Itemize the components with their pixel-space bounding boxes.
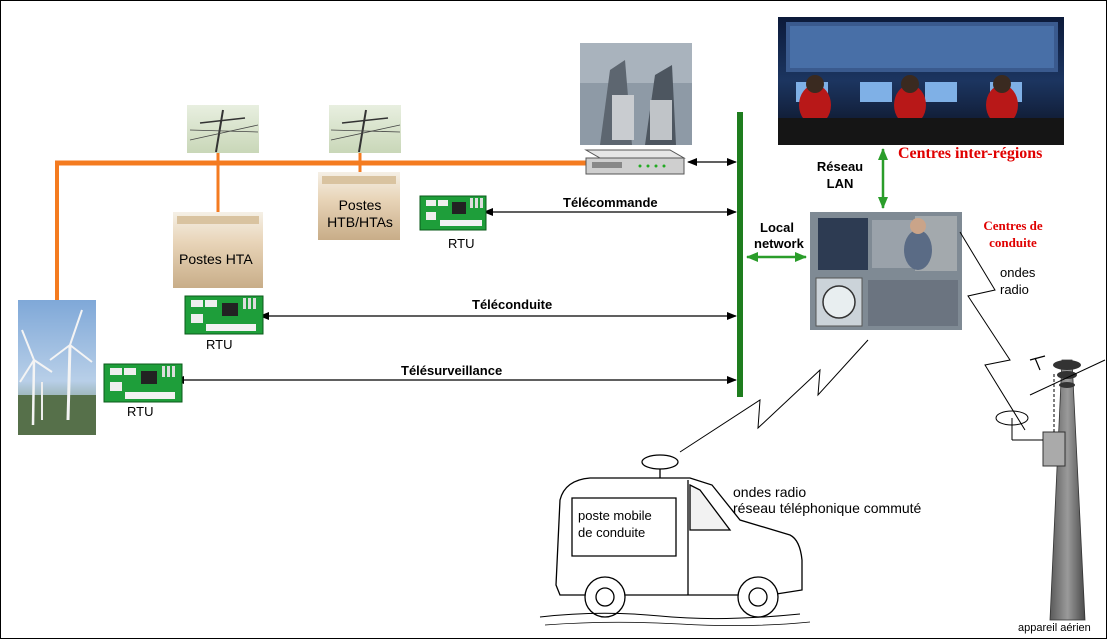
rtu-label: RTU bbox=[448, 236, 475, 251]
ondes-radio-label-line1: ondes bbox=[1000, 265, 1036, 280]
hv-switchgear-photo bbox=[580, 43, 692, 145]
rtu-label: RTU bbox=[127, 404, 154, 419]
power-pylon-photo bbox=[187, 105, 259, 153]
substation-building-photo bbox=[173, 212, 263, 288]
local-network-label-line2: network bbox=[754, 236, 804, 251]
poste-mobile-label-line2: de conduite bbox=[578, 525, 646, 540]
reseau-telephonique-label: réseau téléphonique commuté bbox=[733, 500, 922, 516]
radio-link-tower bbox=[959, 231, 1026, 431]
control-room-photo bbox=[778, 17, 1064, 145]
local-network-label-line1: Local bbox=[760, 220, 794, 235]
radio-link-van bbox=[679, 339, 869, 453]
reseau-lan-label-line1: Réseau bbox=[816, 159, 864, 174]
postes-htb-label-line1: Postes bbox=[338, 197, 382, 213]
telesurveillance-label: Télésurveillance bbox=[401, 363, 503, 378]
ondes-radio-label-line2: radio bbox=[1000, 282, 1029, 297]
poste-mobile-label-line1: poste mobile bbox=[578, 508, 652, 523]
network-router-icon bbox=[584, 149, 686, 175]
postes-hta-label: Postes HTA bbox=[179, 251, 253, 267]
postes-htb-label-line2: HTB/HTAs bbox=[327, 214, 393, 230]
control-center-photo bbox=[810, 212, 962, 330]
rtu-label: RTU bbox=[206, 337, 233, 352]
power-pylon-photo bbox=[329, 105, 401, 153]
overhead-line-tower-drawing bbox=[995, 355, 1106, 621]
rtu-circuit-board-icon bbox=[103, 363, 183, 403]
rtu-circuit-board-icon bbox=[184, 295, 264, 335]
centres-conduite-label-line2: conduite bbox=[989, 235, 1037, 250]
utility-van-drawing bbox=[539, 454, 811, 626]
power-line bbox=[55, 150, 590, 300]
substation-building-photo bbox=[318, 172, 400, 240]
teleconduite-label: Téléconduite bbox=[472, 297, 553, 312]
centres-inter-regions-label: Centres inter-régions bbox=[898, 145, 1043, 162]
rtu-circuit-board-icon bbox=[419, 195, 487, 231]
centres-conduite-label-line1: Centres de bbox=[983, 218, 1043, 233]
wind-turbine-photo bbox=[18, 300, 96, 435]
reseau-lan-label-line2: LAN bbox=[826, 176, 854, 191]
ondes-radio-van-label: ondes radio bbox=[733, 484, 807, 500]
telecommande-label: Télécommande bbox=[563, 195, 658, 210]
appareil-aerien-label: appareil aérien bbox=[1018, 622, 1091, 634]
